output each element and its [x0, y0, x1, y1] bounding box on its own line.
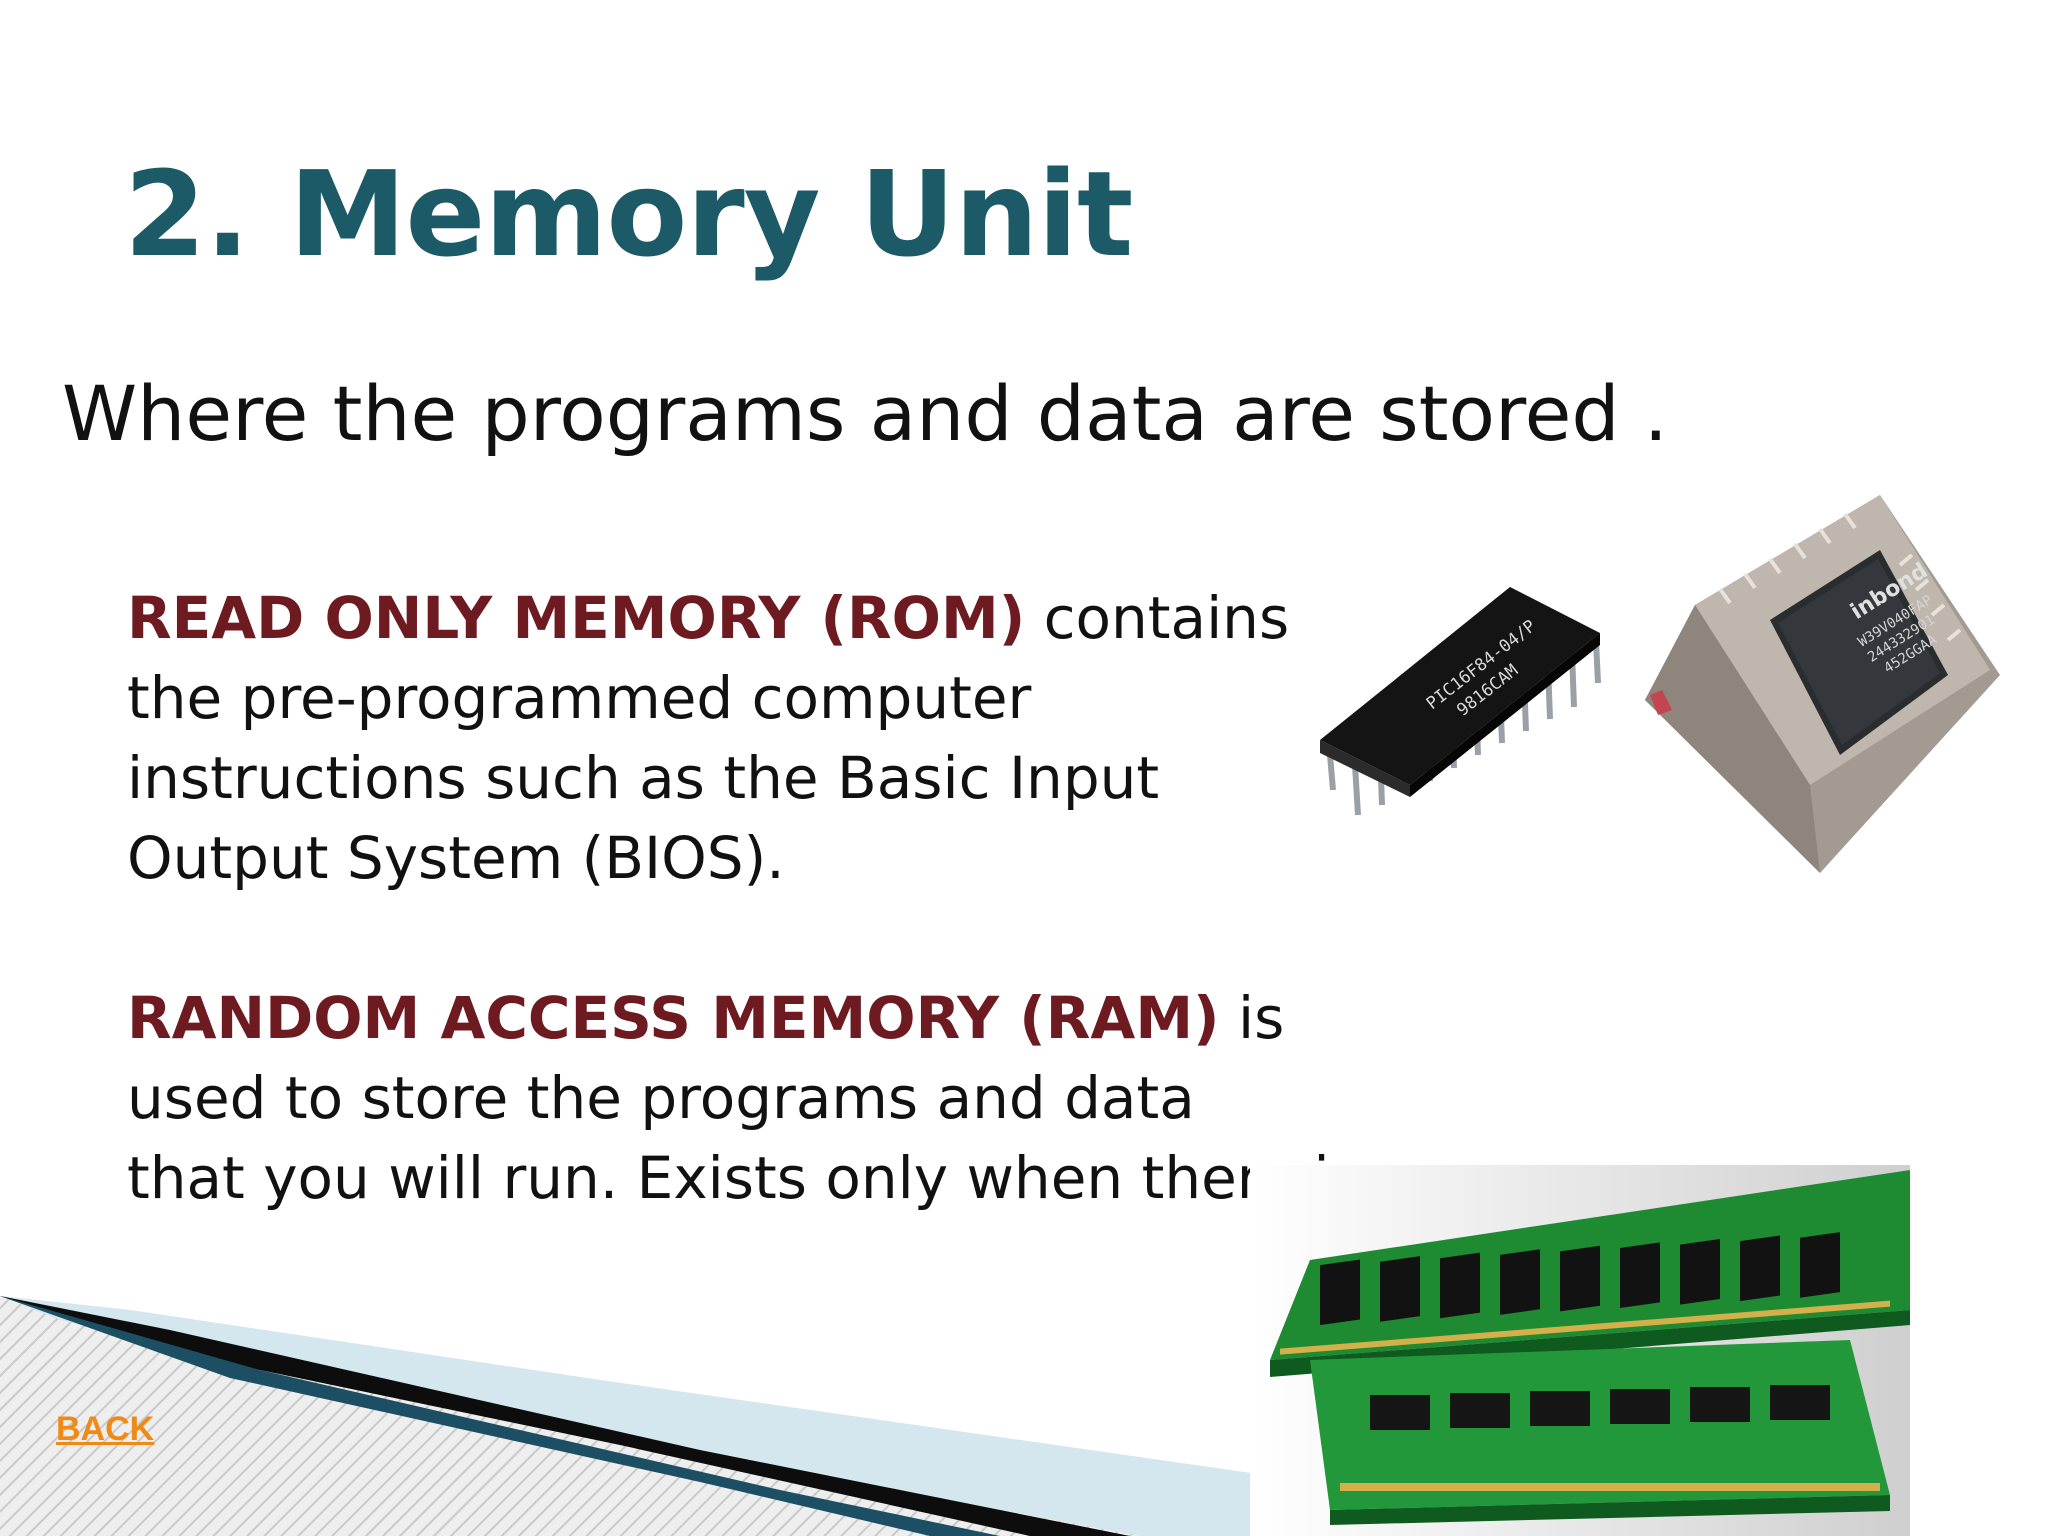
slide-subtitle: Where the programs and data are stored . — [62, 369, 1668, 458]
rom-line-2: the pre-programmed computer — [127, 664, 1032, 732]
rom-line-1: contains — [1025, 584, 1290, 652]
ram-line-2: used to store the programs and data — [127, 1064, 1195, 1132]
ram-stick-front — [1310, 1340, 1890, 1525]
rom-paragraph: READ ONLY MEMORY (ROM) contains the pre-… — [127, 578, 1289, 898]
rom-line-3: instructions such as the Basic Input — [127, 744, 1160, 812]
ram-term: RANDOM ACCESS MEMORY (RAM) — [127, 984, 1220, 1052]
dip-chip: PIC16F84-04/P 9816CAM — [1320, 587, 1601, 816]
ram-line-1: is — [1219, 984, 1285, 1052]
slide-title: 2. Memory Unit — [124, 145, 1133, 283]
back-link[interactable]: BACK — [56, 1410, 155, 1448]
plcc-chip: inbond W39V040FAP 244332901 452GGAA — [1645, 495, 2000, 873]
rom-chips-image: PIC16F84-04/P 9816CAM inbond W39V040FAP … — [1300, 485, 2000, 875]
rom-term: READ ONLY MEMORY (ROM) — [127, 584, 1026, 652]
rom-line-4: Output System (BIOS). — [127, 824, 785, 892]
ram-modules-image — [1250, 1165, 1910, 1536]
